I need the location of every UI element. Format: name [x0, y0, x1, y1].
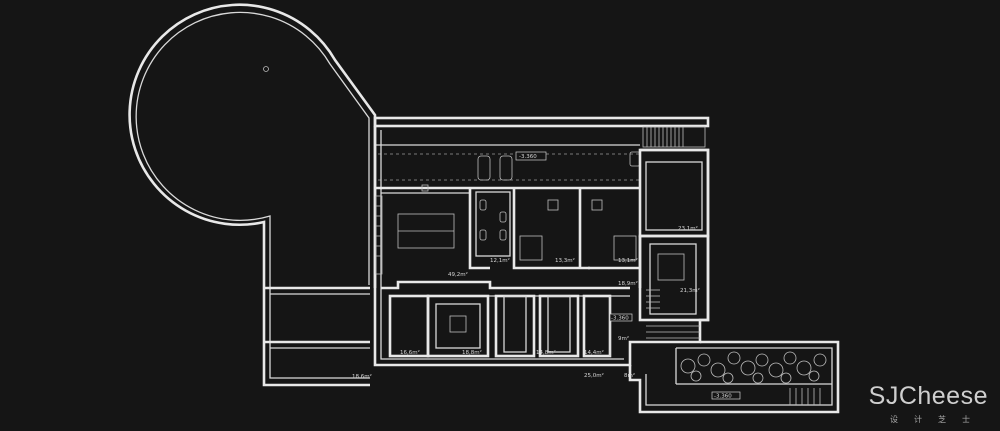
- area-label: 8m²: [624, 372, 635, 379]
- lower-room-3: [494, 294, 536, 358]
- area-label: 14,4m²: [584, 349, 604, 356]
- lower-room-left: [388, 294, 430, 358]
- area-label: 18,9m²: [618, 280, 638, 287]
- top-strip-outer: [373, 116, 710, 128]
- left-stairs: [375, 195, 383, 275]
- watermark-subtitle: 设计芝士: [890, 415, 986, 424]
- east-room-2-fixture: [657, 253, 685, 281]
- east-stairs: [646, 289, 700, 339]
- area-label: 49,2m²: [448, 271, 468, 278]
- main-block-wall-inner: [380, 130, 624, 360]
- area-label: 9m²: [618, 335, 629, 342]
- area-label: 18,6m²: [352, 373, 372, 380]
- lower-room-4: [538, 294, 580, 358]
- garden-plants: [680, 351, 827, 384]
- area-label: 21,3m²: [680, 287, 700, 294]
- circular-room-marker: [263, 66, 269, 72]
- east-room-1-inner: [645, 161, 703, 231]
- lower-room-center: [426, 294, 490, 358]
- lower-room-3-inner: [503, 295, 527, 353]
- east-room-1: [638, 148, 710, 238]
- area-label: 16,6m²: [400, 349, 420, 356]
- circular-room-wall-inner: [135, 11, 370, 379]
- east-room-2-inner: [649, 243, 697, 315]
- area-label: 13,3m²: [555, 257, 575, 264]
- partition-1: [468, 188, 490, 270]
- level-box-bottom: [711, 391, 741, 400]
- lower-room-center-inner: [435, 303, 481, 349]
- bedroom-furniture: [519, 199, 637, 261]
- area-label: 13,1m²: [618, 257, 638, 264]
- area-label: 25,0m²: [584, 372, 604, 379]
- bathroom-block: [475, 191, 511, 257]
- top-right-stairs: [642, 126, 706, 148]
- level-label-east: -3.360: [611, 316, 629, 322]
- bathroom-fixtures: [479, 199, 507, 241]
- watermark-brand: SJCheese: [868, 382, 988, 410]
- area-label: 12,1m²: [490, 257, 510, 264]
- garden-wing-wall-inner: [645, 347, 833, 406]
- area-label: 18,8m²: [462, 349, 482, 356]
- circular-room-wall-outer: [128, 3, 377, 387]
- level-label-top: -3.360: [519, 154, 537, 160]
- lower-room-5: [582, 294, 612, 358]
- partition-2: [512, 188, 590, 270]
- garden-wing-wall: [628, 340, 840, 414]
- vehicle-symbols: [477, 151, 641, 181]
- lower-room-center-core: [449, 315, 467, 333]
- level-label-bottom: -3.360: [714, 394, 732, 400]
- garden-stairs: [789, 388, 821, 405]
- area-label: 23,1m²: [678, 225, 698, 232]
- column-marker: [421, 184, 429, 192]
- corridor-wall: [381, 280, 630, 290]
- lower-room-4-inner: [547, 295, 571, 353]
- level-box-east: [609, 313, 633, 322]
- level-box-top: [515, 151, 547, 161]
- area-label: 14,8m²: [536, 349, 556, 356]
